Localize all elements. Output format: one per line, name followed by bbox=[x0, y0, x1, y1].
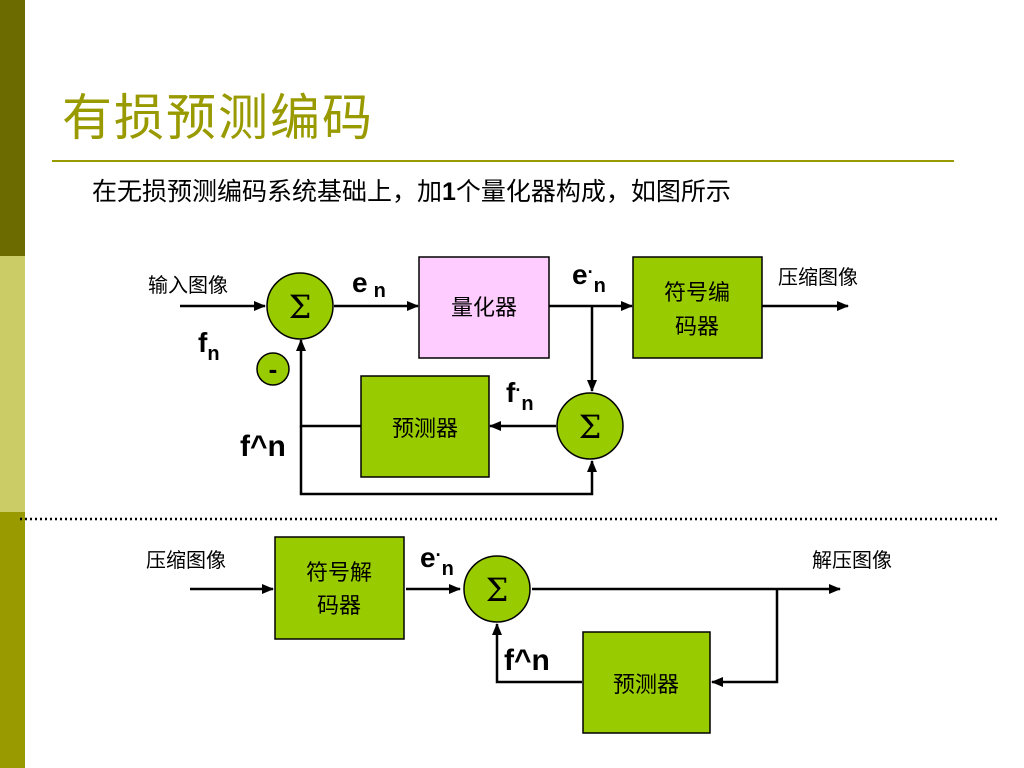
reconstruction-sum-node bbox=[556, 392, 624, 460]
decoder-predictor-block bbox=[582, 631, 711, 734]
quantized-error-subscript: n bbox=[594, 275, 606, 297]
encoder-sum-symbol: Σ bbox=[289, 288, 312, 326]
encoder-output-label: 压缩图像 bbox=[778, 265, 858, 289]
symbol-decoder-block bbox=[274, 536, 405, 640]
decoder-quantized-error-subscript: n bbox=[442, 558, 454, 580]
decoder-prediction-label: f^n bbox=[504, 644, 550, 677]
quantizer-block bbox=[418, 256, 550, 359]
decoder-prediction-feedback-arrow bbox=[492, 623, 582, 684]
side-bar-middle bbox=[0, 256, 25, 512]
symbol-decoder-label-line1: 符号解 bbox=[306, 561, 372, 586]
decoder-quantized-error-dot: · bbox=[436, 545, 442, 565]
minus-sign-node bbox=[256, 352, 290, 386]
reconstruction-sum-symbol: Σ bbox=[579, 408, 602, 446]
prediction-loop-arrow bbox=[299, 426, 597, 496]
encoder-prediction-label: f^n bbox=[240, 430, 286, 463]
reconstructed-signal-subscript: n bbox=[521, 393, 533, 415]
decoder-input-label: 压缩图像 bbox=[146, 548, 226, 572]
decoder-sum-node bbox=[463, 555, 531, 623]
quantized-error-label: e·n bbox=[572, 259, 606, 297]
decoder-quantized-error-base: e bbox=[420, 542, 436, 573]
input-signal-subscript: n bbox=[207, 343, 219, 365]
side-bar-bottom bbox=[0, 512, 25, 768]
encoder-sum-node bbox=[266, 272, 334, 340]
subtitle-number: 1 bbox=[442, 178, 456, 206]
symbol-decoder-label-line2: 码器 bbox=[317, 594, 361, 619]
decoder-quantized-error-label: e·n bbox=[420, 542, 454, 580]
output-to-predictor-arrow bbox=[711, 589, 779, 687]
input-signal-label: fn bbox=[198, 327, 220, 365]
decoder-output-label: 解压图像 bbox=[812, 548, 892, 572]
reconstructed-signal-label: f·n bbox=[506, 377, 534, 415]
title-underline bbox=[52, 160, 954, 162]
prediction-error-subscript: n bbox=[374, 280, 386, 302]
encoder-diagram bbox=[180, 301, 849, 496]
decoder-sum-symbol: Σ bbox=[486, 571, 509, 609]
symbol-encoder-block bbox=[632, 256, 763, 359]
reconstructed-signal-dot: · bbox=[515, 380, 521, 400]
symbol-encoder-label-line1: 符号编 bbox=[664, 281, 730, 306]
subtitle-text-before: 在无损预测编码系统基础上，加 bbox=[92, 177, 443, 206]
quantized-error-base: e bbox=[572, 259, 588, 290]
encoder-input-label: 输入图像 bbox=[148, 273, 228, 297]
encoder-predictor-block bbox=[360, 375, 490, 478]
prediction-feedback-arrow bbox=[296, 339, 361, 428]
prediction-error-base: e bbox=[352, 267, 368, 298]
reconstructed-signal-base: f bbox=[506, 377, 516, 408]
quantized-error-dot: · bbox=[588, 262, 594, 282]
slide-title: 有损预测编码 bbox=[62, 89, 374, 147]
quantizer-label: 量化器 bbox=[451, 296, 517, 321]
decoder-predictor-label: 预测器 bbox=[613, 673, 679, 698]
input-signal-base: f bbox=[198, 327, 208, 358]
decoder-diagram bbox=[190, 584, 841, 687]
subtitle-text-after: 个量化器构成，如图所示 bbox=[455, 177, 731, 206]
encoder-predictor-label: 预测器 bbox=[392, 417, 458, 442]
symbol-encoder-label-line2: 码器 bbox=[675, 315, 719, 340]
slide-subtitle: 在无损预测编码系统基础上，加1个量化器构成，如图所示 bbox=[92, 172, 731, 208]
minus-sign-label: - bbox=[269, 354, 278, 384]
side-bar-top bbox=[0, 0, 25, 256]
